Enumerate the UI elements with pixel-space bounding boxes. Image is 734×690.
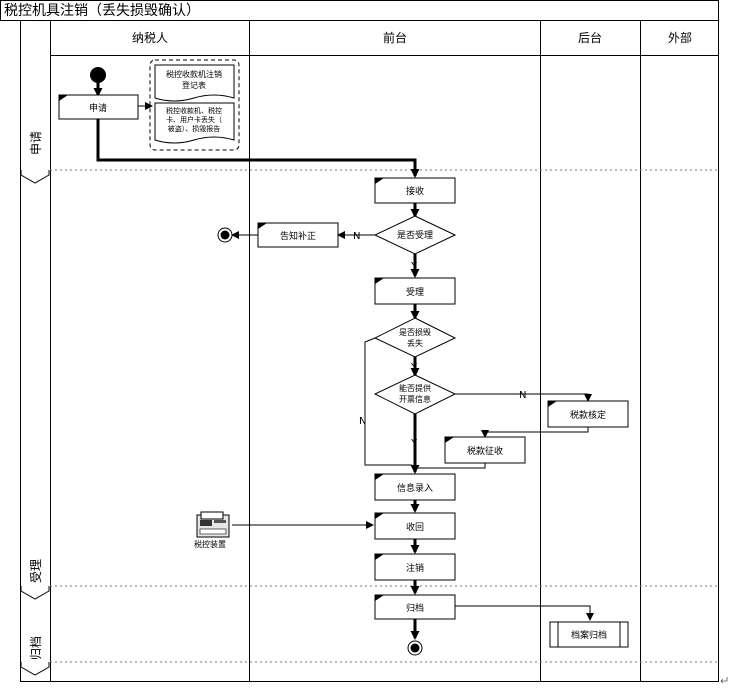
step-label: 接收 bbox=[406, 185, 424, 197]
end-node bbox=[407, 640, 423, 656]
edge-label-n: N bbox=[353, 231, 360, 242]
step-label: 归档 bbox=[406, 602, 424, 614]
connector bbox=[96, 119, 420, 178]
document-line: 税控收款机、税控 bbox=[166, 106, 222, 115]
document-line: 税控收款机注销 bbox=[166, 69, 222, 79]
decision-label: 开票信息 bbox=[399, 394, 431, 404]
return-mark-icon bbox=[720, 677, 728, 684]
step-archive: 归档 bbox=[374, 594, 456, 620]
connector bbox=[364, 337, 412, 466]
document-loss-report bbox=[154, 102, 235, 144]
phase-label-archive: 归档 bbox=[29, 636, 43, 660]
decision-label: 是否受理 bbox=[397, 229, 433, 241]
decision-damaged-lost: 是否损毁 丢失 bbox=[373, 317, 457, 358]
phase-label-accept: 受理 bbox=[29, 559, 43, 583]
connector bbox=[455, 605, 594, 621]
step-label: 申请 bbox=[89, 102, 107, 114]
decision-label: 能否提供 bbox=[399, 383, 431, 393]
decision-accept: 是否受理 bbox=[373, 215, 457, 255]
step-info-entry: 信息录入 bbox=[374, 473, 456, 501]
step-label: 档案归档 bbox=[571, 629, 607, 641]
step-label: 信息录入 bbox=[397, 482, 433, 494]
step-label: 受理 bbox=[406, 286, 424, 298]
edge-label-n: N bbox=[359, 416, 366, 427]
step-label: 告知补正 bbox=[280, 230, 316, 242]
diagram-title: 税控机具注销（丢失损毁确认） bbox=[4, 3, 200, 19]
step-receive: 接收 bbox=[374, 177, 456, 204]
step-label: 税款核定 bbox=[570, 409, 606, 421]
step-reclaim: 收回 bbox=[374, 512, 456, 540]
phase-chevron bbox=[20, 662, 50, 676]
decision-invoice-info: 能否提供 开票信息 bbox=[373, 374, 457, 415]
connector bbox=[481, 427, 589, 438]
step-label: 收回 bbox=[406, 521, 424, 533]
decision-label: 丢失 bbox=[407, 338, 423, 348]
document-group: 税控收款机注销 登记表 税控收款机、税控 卡、用户卡丢失（ 被盗）、损毁报告 bbox=[149, 59, 240, 151]
document-line: 登记表 bbox=[182, 80, 206, 90]
edge-label-y: Y bbox=[410, 261, 418, 272]
tax-control-device: 税控装置 bbox=[194, 511, 230, 549]
step-apply: 申请 bbox=[58, 94, 139, 120]
phase-label-apply: 申请 bbox=[29, 131, 43, 155]
document-line: 卡、用户卡丢失（ bbox=[166, 115, 222, 124]
step-accept: 受理 bbox=[374, 277, 456, 305]
edge-label-n: N bbox=[519, 390, 526, 401]
lane-header-external: 外部 bbox=[668, 30, 692, 45]
lane-header-front-desk: 前台 bbox=[383, 30, 407, 45]
edge-label-y: Y bbox=[410, 362, 418, 373]
document-line: 被盗）、损毁报告 bbox=[168, 124, 221, 133]
start-node bbox=[90, 67, 106, 83]
phase-chevron bbox=[20, 586, 50, 600]
step-tax-collection: 税款征收 bbox=[444, 436, 526, 464]
lane-header-taxpayer: 纳税人 bbox=[132, 31, 168, 45]
step-label: 税款征收 bbox=[467, 445, 503, 457]
lane-header-back-office: 后台 bbox=[578, 30, 602, 45]
step-tax-verification: 税款核定 bbox=[547, 400, 629, 428]
end-node bbox=[217, 227, 233, 243]
step-cancel: 注销 bbox=[374, 553, 456, 581]
step-label: 注销 bbox=[406, 562, 424, 574]
decision-label: 是否损毁 bbox=[399, 327, 431, 337]
edge-label-y: Y bbox=[410, 438, 418, 449]
document-registration-form bbox=[154, 64, 235, 102]
connector bbox=[455, 393, 592, 402]
phase-chevron bbox=[20, 170, 50, 184]
step-notify-correction: 告知补正 bbox=[257, 222, 339, 248]
diagram-frame bbox=[20, 20, 719, 682]
step-archive-store: 档案归档 bbox=[549, 621, 629, 648]
device-label: 税控装置 bbox=[194, 539, 226, 549]
